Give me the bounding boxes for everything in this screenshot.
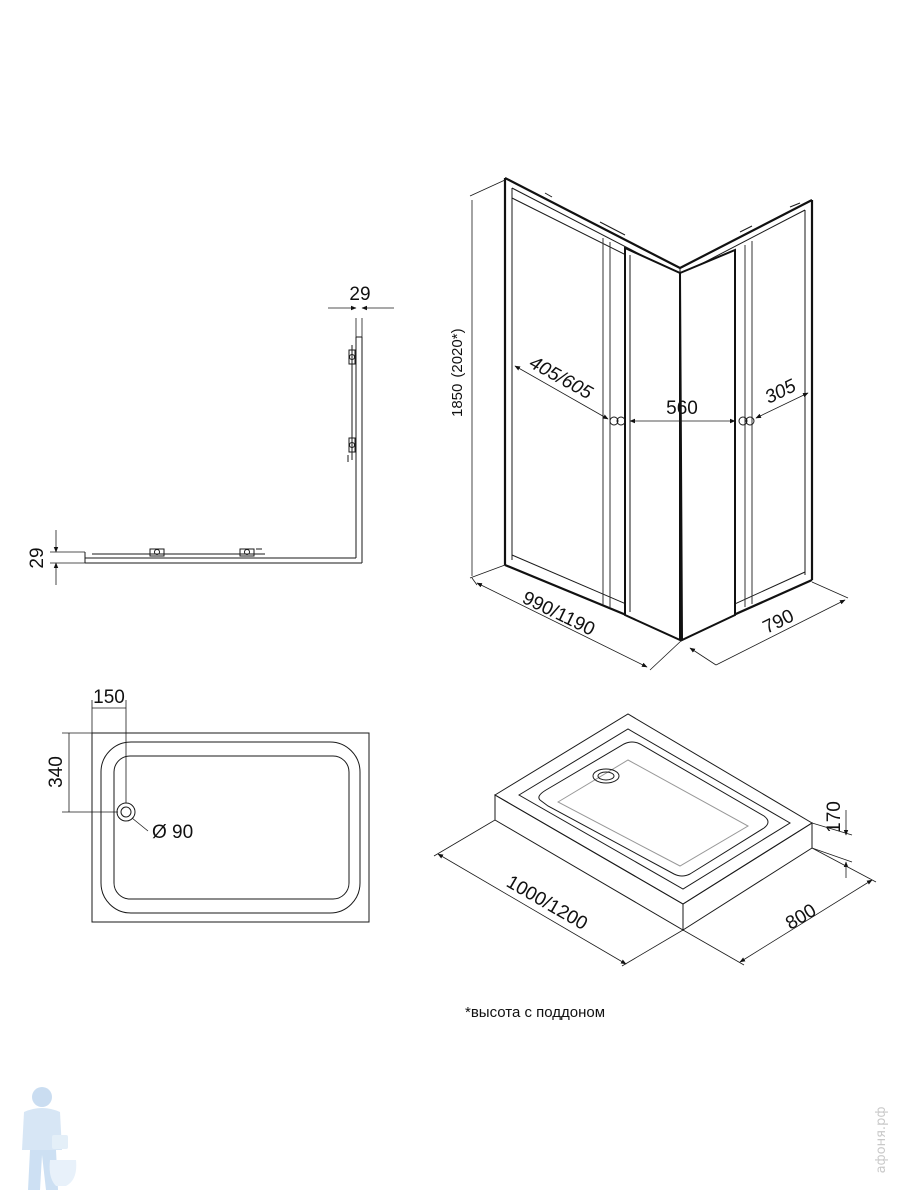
tray-dim-drain: Ø 90	[131, 817, 193, 843]
plan-dim-left-label: 29	[27, 547, 48, 568]
tray-dim-offset-y-label: 340	[46, 756, 67, 788]
tray-iso-view: 170 1000/1200 800	[433, 713, 877, 967]
cabin-dim-height: 1850(2020*)	[449, 179, 506, 579]
tray-drain-icon	[592, 768, 620, 784]
plan-horizontal-profile	[84, 548, 362, 564]
tray-dim-offset-x-label: 150	[93, 687, 125, 708]
plan-view: 29 29	[27, 284, 394, 585]
plumber-logo	[22, 1087, 77, 1190]
cabin-iso-view: 1850(2020*) 405/605 560 305 990/1190	[449, 177, 849, 671]
tray-dim-length: 1000/1200	[433, 819, 684, 967]
cabin-dim-height-label: 1850(2020*)	[449, 328, 466, 417]
cabin-dim-side: 305	[755, 375, 809, 419]
tray-dim-width: 800	[682, 847, 877, 966]
tray-dim-offset-x: 150	[91, 687, 127, 803]
tray-dim-offset-y: 340	[46, 732, 118, 813]
tray-dim-height: 170	[811, 801, 853, 878]
tray-dim-width-label: 800	[782, 900, 820, 934]
cabin-dim-depth-label: 790	[760, 606, 798, 639]
plan-vertical-profile	[347, 336, 363, 563]
plan-dim-top: 29	[328, 284, 394, 337]
plan-dim-left: 29	[27, 530, 85, 585]
cabin-dim-center-label: 560	[666, 398, 698, 419]
cabin-dim-length-label: 990/1190	[519, 588, 598, 641]
cabin-dim-door: 405/605	[514, 352, 609, 420]
plan-dim-top-label: 29	[349, 284, 370, 305]
cabin-dim-center: 560	[629, 398, 736, 424]
tray-dim-length-label: 1000/1200	[503, 872, 591, 935]
footnote: *высота с поддоном	[465, 1004, 605, 1021]
tray-dim-height-label: 170	[824, 801, 845, 833]
watermark: афоня.рф	[874, 1107, 889, 1174]
cabin-panels	[544, 192, 801, 642]
tray-dim-drain-label: Ø 90	[152, 822, 193, 843]
cabin-dim-side-label: 305	[762, 375, 800, 408]
tray-top-view: 150 340 Ø 90	[46, 687, 370, 923]
